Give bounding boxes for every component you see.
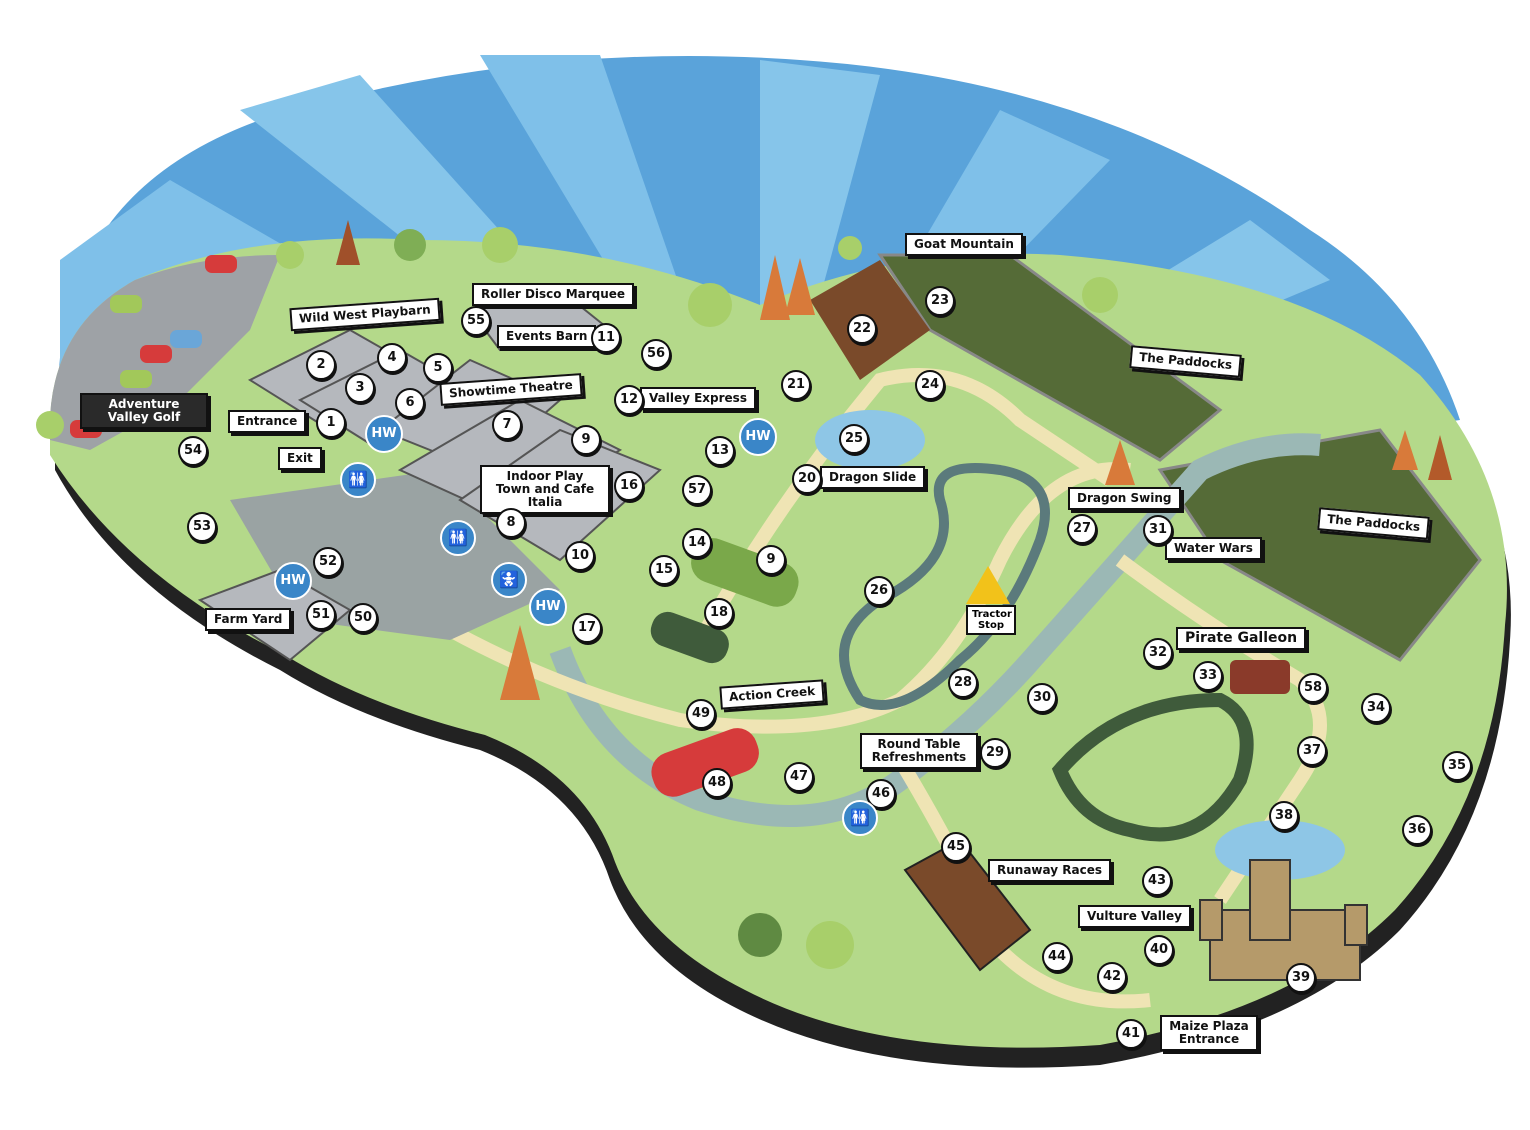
marker-43[interactable]: 43 xyxy=(1142,866,1172,896)
marker-3[interactable]: 3 xyxy=(345,373,375,403)
label-indoor-play[interactable]: Indoor Play Town and Cafe Italia xyxy=(480,465,610,514)
marker-40[interactable]: 40 xyxy=(1144,935,1174,965)
tree-icon xyxy=(36,220,1452,969)
marker-37[interactable]: 37 xyxy=(1297,736,1327,766)
marker-8[interactable]: 8 xyxy=(496,508,526,538)
marker-35[interactable]: 35 xyxy=(1442,751,1472,781)
marker-57[interactable]: 57 xyxy=(682,475,712,505)
marker-46[interactable]: 46 xyxy=(866,779,896,809)
label-goat-mountain[interactable]: Goat Mountain xyxy=(905,233,1023,256)
marker-18[interactable]: 18 xyxy=(704,598,734,628)
marker-25[interactable]: 25 xyxy=(839,424,869,454)
label-valley-express[interactable]: Valley Express xyxy=(640,387,756,410)
marker-24[interactable]: 24 xyxy=(915,370,945,400)
label-entrance[interactable]: Entrance xyxy=(228,410,307,433)
tractor-stop-sign xyxy=(966,566,1010,604)
label-maize-plaza[interactable]: Maize Plaza Entrance xyxy=(1160,1015,1258,1051)
label-dragon-swing[interactable]: Dragon Swing xyxy=(1068,487,1181,510)
marker-31[interactable]: 31 xyxy=(1143,515,1173,545)
marker-58[interactable]: 58 xyxy=(1298,673,1328,703)
marker-17[interactable]: 17 xyxy=(572,613,602,643)
marker-44[interactable]: 44 xyxy=(1042,942,1072,972)
castle-icon xyxy=(1199,859,1368,981)
marker-52[interactable]: 52 xyxy=(313,547,343,577)
label-round-table[interactable]: Round Table Refreshments xyxy=(860,733,978,769)
race-track xyxy=(1051,692,1254,842)
toilets-icon[interactable]: 🚻 xyxy=(340,462,376,498)
marker-27[interactable]: 27 xyxy=(1067,514,1097,544)
marker-10[interactable]: 10 xyxy=(565,541,595,571)
label-tractor-stop[interactable]: Tractor Stop xyxy=(966,605,1016,635)
marker-30[interactable]: 30 xyxy=(1027,683,1057,713)
marker-1[interactable]: 1 xyxy=(316,408,346,438)
marker-34[interactable]: 34 xyxy=(1361,693,1391,723)
marker-15[interactable]: 15 xyxy=(649,555,679,585)
marker-41[interactable]: 41 xyxy=(1116,1019,1146,1049)
label-pirate-galleon[interactable]: Pirate Galleon xyxy=(1176,627,1307,650)
hand-wash-icon[interactable]: HW xyxy=(529,588,567,626)
marker-39[interactable]: 39 xyxy=(1286,963,1316,993)
label-water-wars[interactable]: Water Wars xyxy=(1165,537,1262,560)
marker-13[interactable]: 13 xyxy=(705,436,735,466)
label-roller-disco[interactable]: Roller Disco Marquee xyxy=(472,283,635,306)
marker-5[interactable]: 5 xyxy=(423,353,453,383)
play-equipment xyxy=(650,538,1290,797)
marker-50[interactable]: 50 xyxy=(348,603,378,633)
marker-21[interactable]: 21 xyxy=(781,370,811,400)
label-runaway-races[interactable]: Runaway Races xyxy=(988,859,1111,882)
toilets-icon[interactable]: 🚻 xyxy=(842,800,878,836)
label-farm-yard[interactable]: Farm Yard xyxy=(205,608,292,631)
marker-11[interactable]: 11 xyxy=(591,323,621,353)
toilets-icon[interactable]: 🚻 xyxy=(440,520,476,556)
marker-32[interactable]: 32 xyxy=(1143,638,1173,668)
marker-42[interactable]: 42 xyxy=(1097,962,1127,992)
marker-29b[interactable]: 29 xyxy=(980,738,1010,768)
dragon-pond xyxy=(815,410,925,470)
marker-55[interactable]: 55 xyxy=(461,306,491,336)
marker-53[interactable]: 53 xyxy=(187,512,217,542)
hand-wash-icon[interactable]: HW xyxy=(739,418,777,456)
marker-23[interactable]: 23 xyxy=(925,286,955,316)
marker-38[interactable]: 38 xyxy=(1269,801,1299,831)
hand-wash-icon[interactable]: HW xyxy=(365,415,403,453)
marker-54[interactable]: 54 xyxy=(178,436,208,466)
marker-16[interactable]: 16 xyxy=(614,471,644,501)
marker-14[interactable]: 14 xyxy=(682,528,712,558)
label-events-barn[interactable]: Events Barn xyxy=(497,325,597,348)
castle-pond xyxy=(1215,820,1345,880)
marker-2[interactable]: 2 xyxy=(306,350,336,380)
car-icon xyxy=(70,255,237,438)
marker-20[interactable]: 20 xyxy=(792,464,822,494)
marker-12[interactable]: 12 xyxy=(614,385,644,415)
marker-9a[interactable]: 9 xyxy=(571,425,601,455)
marker-7[interactable]: 7 xyxy=(492,410,522,440)
marker-9b[interactable]: 9 xyxy=(756,545,786,575)
marker-4[interactable]: 4 xyxy=(377,343,407,373)
marker-26[interactable]: 26 xyxy=(864,576,894,606)
marker-56[interactable]: 56 xyxy=(641,339,671,369)
marker-48[interactable]: 48 xyxy=(702,768,732,798)
hand-wash-icon[interactable]: HW xyxy=(274,562,312,600)
marker-51[interactable]: 51 xyxy=(306,600,336,630)
marker-49[interactable]: 49 xyxy=(686,699,716,729)
marker-33[interactable]: 33 xyxy=(1193,661,1223,691)
marker-47[interactable]: 47 xyxy=(784,762,814,792)
marker-22[interactable]: 22 xyxy=(847,314,877,344)
label-dragon-slide[interactable]: Dragon Slide xyxy=(820,466,926,489)
label-vulture-valley[interactable]: Vulture Valley xyxy=(1078,905,1191,928)
label-adventure-golf[interactable]: Adventure Valley Golf xyxy=(80,393,208,429)
label-exit[interactable]: Exit xyxy=(278,447,322,470)
marker-36[interactable]: 36 xyxy=(1402,815,1432,845)
marker-45[interactable]: 45 xyxy=(941,832,971,862)
baby-change-icon[interactable]: 🚼 xyxy=(491,562,527,598)
marker-6[interactable]: 6 xyxy=(395,388,425,418)
marker-28[interactable]: 28 xyxy=(948,668,978,698)
